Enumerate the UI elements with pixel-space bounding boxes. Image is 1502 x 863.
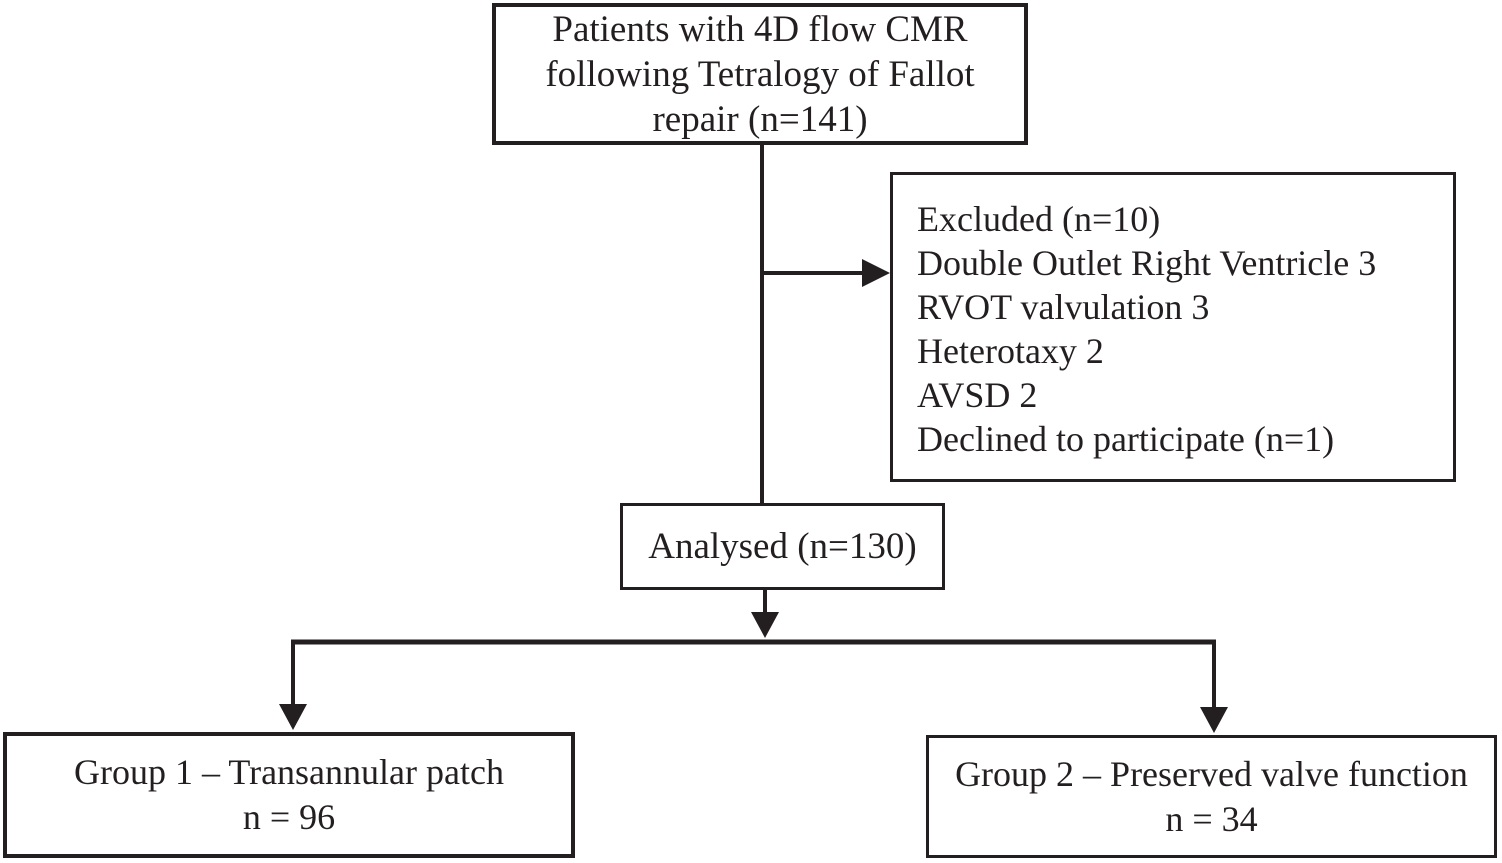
excluded-box-line: Declined to participate (n=1) <box>917 419 1335 459</box>
excluded-box-line: Double Outlet Right Ventricle 3 <box>917 243 1377 283</box>
group1-box-line: n = 96 <box>242 797 336 837</box>
group1-box: Group 1 – Transannular patch n = 96 <box>3 732 575 858</box>
arrowhead-down-icon <box>751 612 779 638</box>
patients-box-line: repair (n=141) <box>652 98 868 140</box>
arrowhead-right-icon <box>862 259 890 287</box>
group2-box-line: n = 34 <box>1165 798 1258 839</box>
patients-box: Patients with 4D flow CMR following Tetr… <box>492 3 1028 145</box>
analysed-box: Analysed (n=130) <box>620 503 945 590</box>
excluded-box-line: Heterotaxy 2 <box>917 331 1104 371</box>
arrowhead-down-icon <box>1200 707 1228 733</box>
group2-box-line: Group 2 – Preserved valve function <box>955 753 1468 794</box>
arrowhead-down-icon <box>279 704 307 730</box>
patients-box-line: Patients with 4D flow CMR <box>552 8 968 50</box>
patients-box-line: following Tetralogy of Fallot <box>545 53 975 95</box>
group1-box-line: Group 1 – Transannular patch <box>74 752 504 792</box>
excluded-box-line: Excluded (n=10) <box>917 199 1161 239</box>
excluded-box-line: RVOT valvulation 3 <box>917 287 1210 327</box>
excluded-box: Excluded (n=10) Double Outlet Right Vent… <box>890 172 1456 482</box>
group2-box: Group 2 – Preserved valve function n = 3… <box>926 735 1497 858</box>
analysed-box-label: Analysed (n=130) <box>648 526 917 567</box>
excluded-box-line: AVSD 2 <box>917 375 1038 415</box>
